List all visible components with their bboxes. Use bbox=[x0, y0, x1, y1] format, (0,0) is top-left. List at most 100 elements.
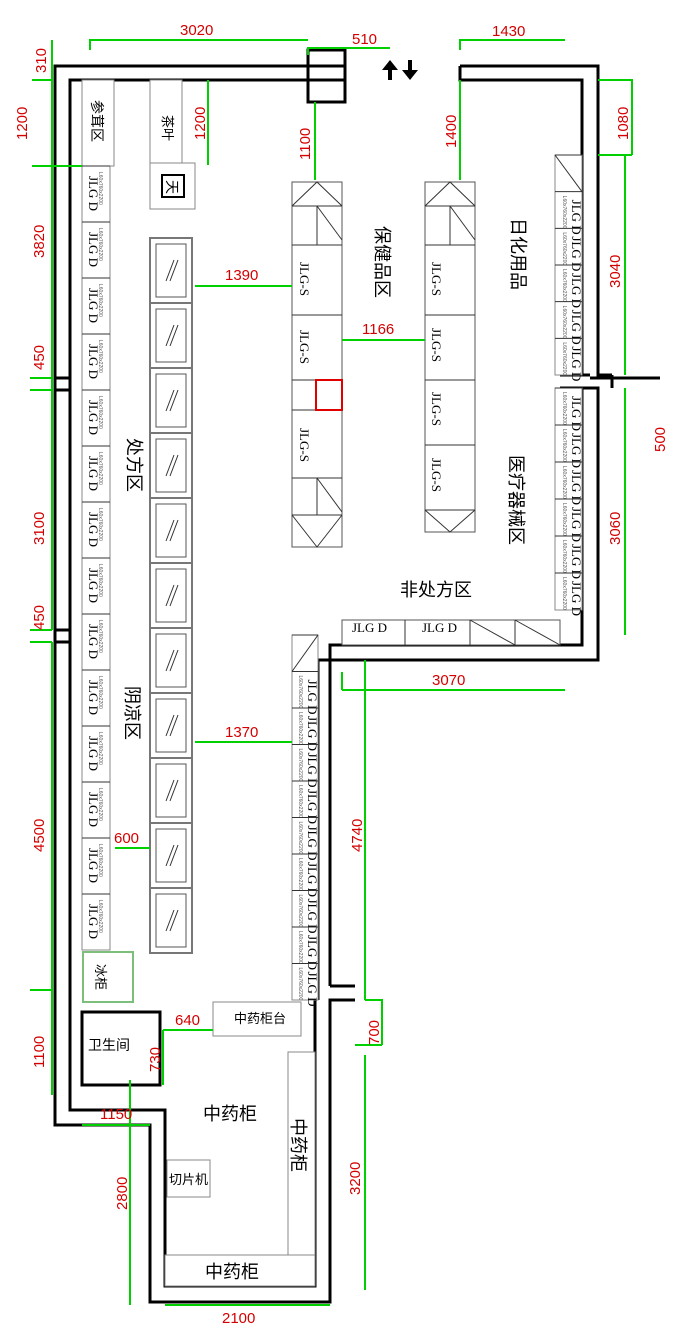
right-shelf-size: L60x760x2200 bbox=[561, 577, 567, 610]
corridor-shelf-tag: JLG D bbox=[305, 716, 320, 751]
dim-3820: 3820 bbox=[31, 225, 48, 258]
display-case-glare bbox=[165, 389, 175, 412]
display-case-glare bbox=[165, 909, 175, 932]
display-case-glare bbox=[165, 714, 175, 737]
dim-3100: 3100 bbox=[31, 512, 48, 545]
display-case-glass bbox=[155, 763, 187, 818]
dim-600: 600 bbox=[114, 830, 139, 847]
right-shelf-tag: JLG D bbox=[569, 236, 584, 271]
display-case-glass bbox=[155, 828, 187, 883]
right-shelf-tag: JLG D bbox=[569, 346, 584, 381]
corridor-shelf-size: L60x760x2200 bbox=[297, 676, 303, 709]
display-case-glare bbox=[165, 584, 175, 607]
corridor-shelf-tag: JLG D bbox=[305, 826, 320, 861]
dimension-labels: 3020 510 1430 310 1200 1200 1100 1400 10… bbox=[14, 22, 669, 1327]
left-shelf-tag: JLG D bbox=[86, 456, 101, 491]
left-shelf-tag: JLG D bbox=[86, 568, 101, 603]
toilet-label: 卫生间 bbox=[88, 1038, 130, 1054]
corridor-shelf-tag: JLG D bbox=[305, 753, 320, 788]
dim-4740: 4740 bbox=[349, 819, 366, 852]
right-shelf-size: L60x760x2200 bbox=[561, 540, 567, 573]
dim-510: 510 bbox=[352, 31, 377, 48]
dim-730: 730 bbox=[147, 1047, 164, 1072]
display-case bbox=[149, 692, 193, 759]
display-case bbox=[149, 562, 193, 629]
slicer-machine: 切片机 bbox=[166, 1159, 211, 1198]
dim-1100: 1100 bbox=[297, 128, 314, 160]
ginseng-area: 参茸区 bbox=[81, 79, 115, 167]
corridor-shelf-size: L60x760x2200 bbox=[297, 749, 303, 782]
display-case-glass bbox=[155, 698, 187, 753]
display-case-glare bbox=[165, 519, 175, 542]
left-shelf-size: L60x760x2200 bbox=[97, 732, 103, 765]
display-case-glass bbox=[155, 373, 187, 428]
left-shelf-size: L60x760x2200 bbox=[97, 284, 103, 317]
right-shelf-tag: JLG D bbox=[569, 273, 584, 308]
right-shelf-size: L60x760x2200 bbox=[561, 196, 567, 229]
display-case-glare bbox=[169, 844, 179, 867]
display-case bbox=[149, 757, 193, 824]
display-case bbox=[149, 887, 193, 954]
display-case-glare bbox=[169, 714, 179, 737]
left-shelf-tag: JLG D bbox=[86, 904, 101, 939]
tcm-cabinet-bottom: 中药柜 bbox=[164, 1254, 316, 1287]
right-shelf-tag: JLG D bbox=[569, 470, 584, 505]
left-shelf-tag: JLG D bbox=[86, 400, 101, 435]
left-shelf-size: L60x760x2200 bbox=[97, 452, 103, 485]
left-shelf-tag: JLG D bbox=[86, 624, 101, 659]
display-case-glare bbox=[169, 519, 179, 542]
dimension-lines bbox=[30, 39, 633, 1306]
dim-640: 640 bbox=[175, 1012, 200, 1029]
display-case-glare bbox=[169, 649, 179, 672]
dim-500: 500 bbox=[652, 427, 669, 452]
heaven-box: 天 bbox=[149, 162, 196, 210]
dim-3020: 3020 bbox=[180, 22, 213, 39]
dim-450b: 450 bbox=[31, 605, 48, 630]
display-case-glare bbox=[165, 844, 175, 867]
left-shelf-size: L60x760x2200 bbox=[97, 788, 103, 821]
otc-label: 非处方区 bbox=[400, 580, 472, 600]
display-case-glass bbox=[155, 308, 187, 363]
display-case bbox=[149, 367, 193, 434]
left-shelf-tag: JLG D bbox=[86, 736, 101, 771]
slicer-label: 切片机 bbox=[169, 1172, 208, 1187]
corridor-shelf-tag: JLG D bbox=[305, 935, 320, 970]
left-shelf-tag: JLG D bbox=[86, 512, 101, 547]
left-shelf-size: L60x760x2200 bbox=[97, 340, 103, 373]
toilet-room: 卫生间 bbox=[80, 1010, 162, 1087]
right-shelf-size: L60x760x2200 bbox=[561, 429, 567, 462]
right-shelf-corner bbox=[554, 154, 583, 192]
otc-counter: JLG D JLG D bbox=[341, 619, 561, 646]
dim-1080: 1080 bbox=[615, 107, 632, 140]
health-shelf-b: JLG-S JLG-S JLG-S JLG-S bbox=[424, 181, 476, 533]
center-display-cases bbox=[149, 237, 193, 954]
display-case-glare bbox=[165, 779, 175, 802]
tea-label: 茶叶 bbox=[160, 115, 175, 141]
right-shelf-size: L60x760x2200 bbox=[561, 466, 567, 499]
display-case-glare bbox=[165, 649, 175, 672]
display-case-glass bbox=[155, 438, 187, 493]
dim-1200a: 1200 bbox=[14, 107, 31, 140]
dim-1150: 1150 bbox=[100, 1106, 132, 1123]
left-shelf-size: L60x760x2200 bbox=[97, 396, 103, 429]
dim-1166: 1166 bbox=[362, 321, 394, 338]
right-shelf-size: L60x760x2200 bbox=[561, 342, 567, 375]
left-shelf-tag: JLG D bbox=[86, 344, 101, 379]
corridor-shelf-corner bbox=[291, 634, 319, 672]
display-case-glare bbox=[169, 389, 179, 412]
display-case-glass bbox=[155, 633, 187, 688]
left-shelf-size: L60x760x2200 bbox=[97, 900, 103, 933]
heaven-label: 天 bbox=[163, 180, 178, 194]
medical-label: 医疗器械区 bbox=[506, 455, 526, 545]
right-shelf-size: L60x760x2200 bbox=[561, 392, 567, 425]
health-shelf-a: JLG-S JLG-S JLG-S bbox=[291, 181, 343, 548]
corridor-shelf-tag: JLG D bbox=[305, 680, 320, 715]
fridge: 冰柜 bbox=[82, 951, 134, 1003]
left-shelf-tag: JLG D bbox=[86, 288, 101, 323]
right-shelf-tag: JLG D bbox=[569, 310, 584, 345]
right-shelf-size: L60x760x2200 bbox=[561, 503, 567, 536]
dim-1200b: 1200 bbox=[192, 107, 209, 140]
